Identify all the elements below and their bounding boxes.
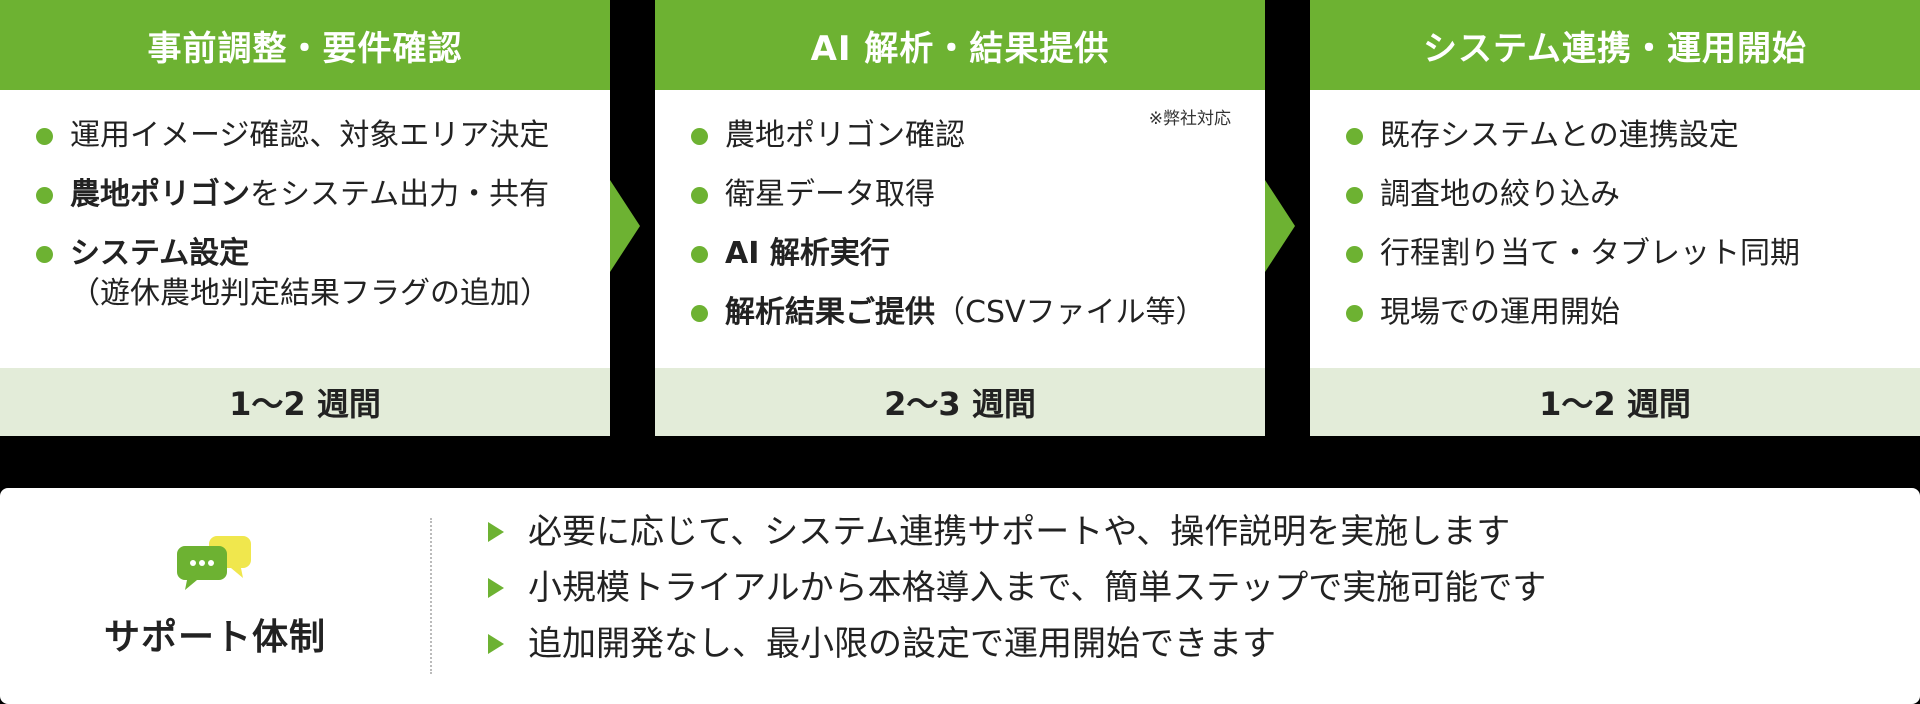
list-item: 現場での運用開始: [1346, 293, 1920, 333]
item-text: 農地ポリゴン確認: [725, 118, 965, 153]
item-text: 既存システムとの連携設定: [1380, 118, 1739, 153]
step-card-1: 事前調整・要件確認 運用イメージ確認、対象エリア決定 農地ポリゴンをシステム出力…: [0, 0, 610, 436]
item-text: 衛星データ取得: [725, 177, 935, 212]
step-title: AI 解析・結果提供: [655, 0, 1265, 90]
item-bold-text: システム設定: [70, 236, 250, 271]
arrow-right-icon: [610, 180, 640, 272]
list-item: 解析結果ご提供（CSVファイル等）: [691, 293, 1265, 333]
item-bold-text: 農地ポリゴン: [70, 177, 250, 212]
item-text: 調査地の絞り込み: [1380, 177, 1620, 212]
step-title: システム連携・運用開始: [1310, 0, 1920, 90]
list-item: 既存システムとの連携設定: [1346, 116, 1920, 156]
item-text: （CSVファイル等）: [935, 295, 1206, 330]
step-body: 運用イメージ確認、対象エリア決定 農地ポリゴンをシステム出力・共有 システム設定…: [0, 90, 610, 368]
support-header: サポート体制: [0, 488, 430, 704]
list-item: 小規模トライアルから本格導入まで、簡単ステップで実施可能です: [488, 566, 1546, 610]
item-text: 行程割り当て・タブレット同期: [1380, 236, 1800, 271]
support-panel: サポート体制 必要に応じて、システム連携サポートや、操作説明を実施します 小規模…: [0, 488, 1920, 704]
list-item: 追加開発なし、最小限の設定で運用開始できます: [488, 622, 1546, 666]
list-item: 必要に応じて、システム連携サポートや、操作説明を実施します: [488, 510, 1546, 554]
step-body: ※弊社対応 農地ポリゴン確認 衛星データ取得 AI 解析実行 解析結果ご提供（C…: [655, 90, 1265, 368]
divider: [430, 518, 432, 674]
step-duration: 1～2 週間: [1310, 368, 1920, 436]
step-title: 事前調整・要件確認: [0, 0, 610, 90]
list-item: 調査地の絞り込み: [1346, 175, 1920, 215]
item-bold-text: AI 解析実行: [725, 236, 890, 271]
list-item: 農地ポリゴン確認: [691, 116, 1265, 156]
arrow-right-icon: [1265, 180, 1295, 272]
step-card-2: AI 解析・結果提供 ※弊社対応 農地ポリゴン確認 衛星データ取得 AI 解析実…: [655, 0, 1265, 436]
step-duration: 2～3 週間: [655, 368, 1265, 436]
step-body: 既存システムとの連携設定 調査地の絞り込み 行程割り当て・タブレット同期 現場で…: [1310, 90, 1920, 368]
item-text: 運用イメージ確認、対象エリア決定: [70, 118, 550, 153]
list-item: 農地ポリゴンをシステム出力・共有: [36, 175, 610, 215]
support-list: 必要に応じて、システム連携サポートや、操作説明を実施します 小規模トライアルから…: [488, 510, 1546, 678]
item-subtext: （遊休農地判定結果フラグの追加）: [70, 276, 550, 311]
list-item: 運用イメージ確認、対象エリア決定: [36, 116, 610, 156]
chat-bubbles-icon: [177, 536, 251, 590]
list-item: 衛星データ取得: [691, 175, 1265, 215]
item-text: 現場での運用開始: [1380, 295, 1620, 330]
list-item: AI 解析実行: [691, 234, 1265, 274]
support-title: サポート体制: [103, 617, 326, 658]
item-bold-text: 解析結果ご提供: [725, 295, 935, 330]
list-item: 行程割り当て・タブレット同期: [1346, 234, 1920, 274]
step-duration: 1～2 週間: [0, 368, 610, 436]
list-item: システム設定 （遊休農地判定結果フラグの追加）: [36, 234, 610, 314]
item-text: をシステム出力・共有: [250, 177, 550, 212]
step-card-3: システム連携・運用開始 既存システムとの連携設定 調査地の絞り込み 行程割り当て…: [1310, 0, 1920, 436]
step-note: ※弊社対応: [1148, 109, 1231, 129]
